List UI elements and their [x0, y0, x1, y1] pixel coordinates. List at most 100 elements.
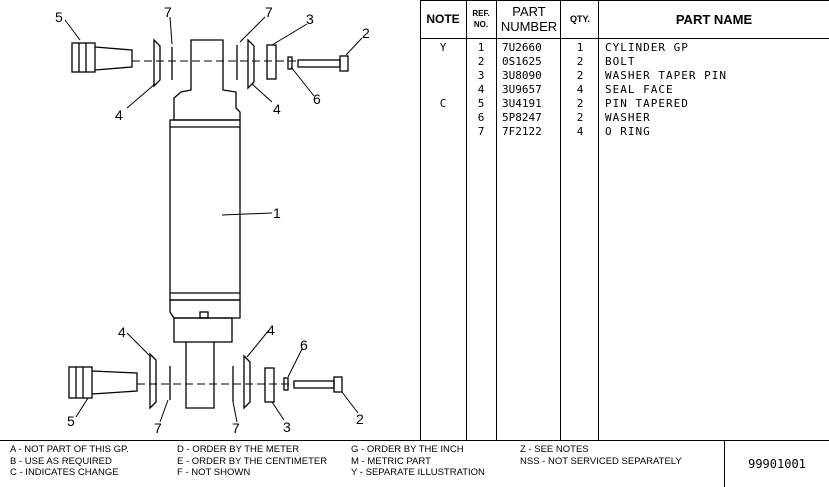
legend-item: Y - SEPARATE ILLUSTRATION: [351, 467, 485, 478]
table-divider: [496, 0, 497, 440]
callout-6-top: 6: [313, 91, 321, 107]
legend-item: G - ORDER BY THE INCH: [351, 444, 464, 455]
table-cell-note: [420, 55, 466, 69]
legend-item: NSS - NOT SERVICED SEPARATELY: [520, 455, 682, 467]
tapered-pin-bottom: [68, 366, 138, 399]
table-cell-ref: 3: [477, 69, 485, 82]
seal-face-top-left: [153, 38, 161, 88]
seal-face-bottom-right: [243, 354, 251, 410]
table-cell-qty: 1: [576, 41, 584, 54]
callout-7-top-left: 7: [164, 4, 172, 20]
callout-1-body: 1: [273, 205, 281, 221]
table-cell-part-name: O RING: [605, 125, 651, 138]
table-cell-note: [420, 69, 466, 83]
table-cell-note: [420, 125, 466, 139]
legend-column-1: A - NOT PART OF THIS GP. B - USE AS REQU…: [10, 444, 129, 479]
callout-7-bottom-left: 7: [154, 420, 162, 436]
table-cell-note: Y: [439, 41, 447, 54]
parts-table: NOTE REF. NO. PART NUMBER QTY. PART NAME…: [420, 0, 829, 440]
legend-divider: [724, 440, 725, 487]
table-cell-ref: 4: [477, 83, 485, 96]
header-ref-line1: REF.: [472, 9, 490, 18]
table-divider: [598, 0, 599, 440]
tapered-pin-top: [71, 42, 133, 73]
column-note: Y C: [420, 41, 466, 139]
legend-footer: A - NOT PART OF THIS GP. B - USE AS REQU…: [0, 440, 829, 487]
table-cell-part-name: CYLINDER GP: [605, 41, 689, 54]
column-qty: 1 2 2 4 2 2 4: [561, 41, 599, 139]
table-header-rule: [420, 38, 829, 39]
callout-2-top: 2: [362, 25, 370, 41]
cylinder-top-eye: [173, 39, 241, 121]
callout-7-top-right: 7: [265, 4, 273, 20]
table-cell-note: C: [439, 97, 447, 110]
legend-top-rule: [0, 440, 829, 441]
column-part-name: CYLINDER GP BOLT WASHER TAPER PIN SEAL F…: [605, 41, 829, 139]
seal-face-top-right: [247, 38, 255, 90]
legend-column-3: G - ORDER BY THE INCH M - METRIC PART Y …: [351, 444, 485, 479]
table-cell-qty: 2: [576, 69, 584, 82]
column-ref-no: 1 2 3 4 5 6 7: [466, 41, 496, 139]
seal-face-bottom-left: [149, 352, 157, 410]
header-ref-no: REF. NO.: [466, 0, 496, 38]
legend-item: C - INDICATES CHANGE: [10, 467, 119, 478]
header-part-name: PART NAME: [675, 11, 753, 27]
callout-4-top-left: 4: [115, 107, 123, 123]
bolt-top: [297, 55, 349, 72]
callout-5-top: 5: [55, 9, 63, 25]
table-cell-ref: 7: [477, 125, 485, 138]
callout-7-bottom-right: 7: [232, 420, 240, 436]
table-cell-part-name: PIN TAPERED: [605, 97, 689, 110]
header-ref-line2: NO.: [473, 20, 489, 29]
table-border-left: [420, 0, 421, 440]
legend-item: M - METRIC PART: [351, 455, 431, 467]
table-cell-note: [420, 111, 466, 125]
header-note: NOTE: [426, 12, 460, 26]
leader-lines: [64, 16, 363, 423]
table-cell-part-number: 0S1625: [502, 55, 542, 68]
callout-3-bottom: 3: [283, 419, 291, 435]
callout-4-bottom-right: 4: [267, 322, 275, 338]
table-divider: [560, 0, 561, 440]
header-part-number: PART NUMBER: [497, 0, 561, 38]
washer-taper-pin-bottom: [264, 367, 275, 403]
header-part-line2: NUMBER: [500, 19, 558, 34]
column-part-number: 7U2660 0S1625 3U8090 3U9657 3U4191 5P824…: [502, 41, 562, 139]
exploded-view-diagram: 5 7 7 3 2 4 4 6 1 4 4 6 5 7 7 3 2: [55, 4, 370, 436]
callout-2-bottom: 2: [356, 411, 364, 427]
table-cell-part-name: WASHER: [605, 111, 651, 124]
callout-5-bottom: 5: [67, 413, 75, 429]
table-cell-part-number: 3U4191: [502, 97, 542, 110]
table-cell-part-number: 3U9657: [502, 83, 542, 96]
callout-4-top-right: 4: [273, 101, 281, 117]
callout-4-bottom-left: 4: [118, 324, 126, 340]
table-cell-ref: 2: [477, 55, 485, 68]
table-cell-ref: 1: [477, 41, 485, 54]
washer-taper-pin-top: [266, 44, 277, 80]
table-cell-qty: 2: [576, 111, 584, 124]
bolt-bottom: [293, 376, 343, 393]
table-border-top: [420, 0, 829, 1]
legend-item: F - NOT SHOWN: [177, 467, 251, 478]
table-cell-part-name: SEAL FACE: [605, 83, 674, 96]
header-qty: QTY.: [569, 14, 590, 24]
legend-item: D - ORDER BY THE METER: [177, 444, 300, 455]
table-cell-qty: 2: [576, 55, 584, 68]
legend-item: E - ORDER BY THE CENTIMETER: [177, 455, 328, 467]
table-divider: [466, 0, 467, 440]
legend-item: Z - SEE NOTES: [520, 444, 589, 455]
washer-top: [287, 56, 293, 70]
callout-3-top: 3: [306, 11, 314, 27]
legend-column-2: D - ORDER BY THE METER E - ORDER BY THE …: [177, 444, 327, 479]
callout-6-bottom: 6: [300, 337, 308, 353]
document-number: 99901001: [748, 456, 806, 471]
table-cell-part-number: 3U8090: [502, 69, 542, 82]
table-cell-qty: 2: [576, 97, 584, 110]
table-cell-part-number: 7F2122: [502, 125, 542, 138]
legend-item: B - USE AS REQUIRED: [10, 455, 112, 467]
header-part-line1: PART: [512, 4, 546, 19]
table-cell-part-name: WASHER TAPER PIN: [605, 69, 727, 82]
table-cell-part-number: 5P8247: [502, 111, 542, 124]
table-cell-ref: 5: [477, 97, 485, 110]
table-cell-note: [420, 83, 466, 97]
